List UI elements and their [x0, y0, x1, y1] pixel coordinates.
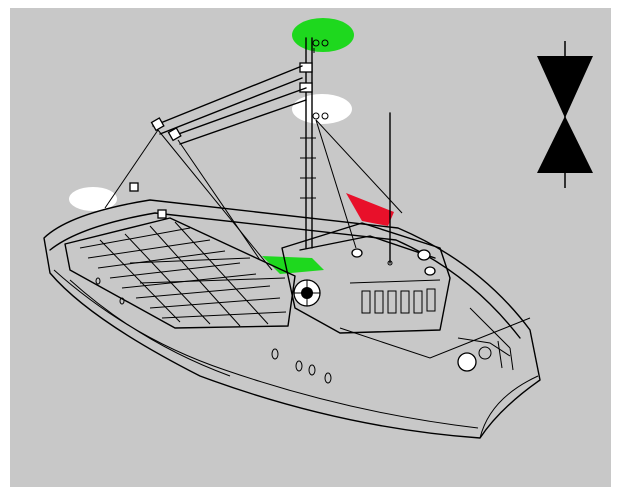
wheelhouse — [282, 223, 450, 333]
mast — [300, 38, 328, 248]
deck-grating — [65, 218, 295, 328]
bow-fittings — [458, 308, 513, 371]
red-sidelight — [346, 193, 394, 226]
trawler-scene — [10, 8, 611, 487]
derrick-booms — [105, 48, 402, 270]
green-masthead-light — [292, 18, 354, 52]
day-shape-cones — [537, 41, 593, 188]
white-masthead-light — [292, 94, 352, 124]
hull — [44, 200, 540, 438]
white-stern-light — [69, 187, 117, 211]
rail — [340, 318, 530, 358]
upper-cone — [537, 56, 593, 118]
lower-cone — [537, 116, 593, 173]
